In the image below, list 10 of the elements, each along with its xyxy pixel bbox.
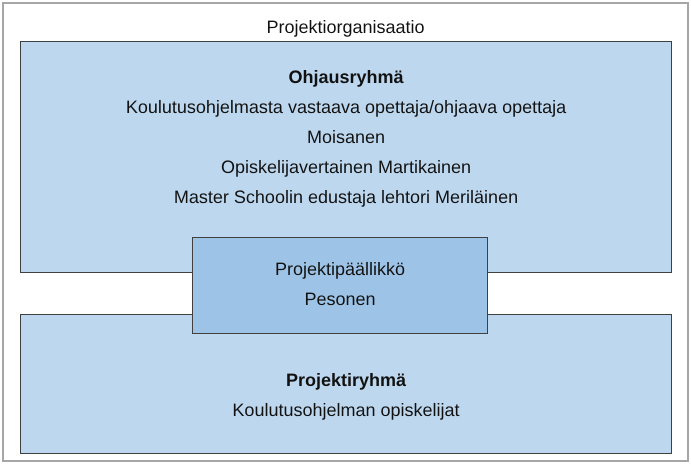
- member-text: Koulutusohjelman opiskelijat: [231, 399, 461, 422]
- member-text: Koulutusohjelmasta vastaava opettaja/ohjaava opettaja Moisanen: [124, 96, 568, 149]
- group-heading: Ohjausryhmä: [287, 66, 405, 89]
- member-text: Opiskelijavertainen Martikainen: [220, 156, 472, 179]
- group-heading: Projektiryhmä: [284, 369, 408, 392]
- member-text: Master Schoolin edustaja lehtori Meriläinen: [172, 186, 520, 209]
- container-title: Projektiorganisaatio: [265, 16, 426, 39]
- role-text: Projektipäällikkö Pesonen: [274, 258, 406, 311]
- group-box: [20, 314, 672, 454]
- group-box: [192, 237, 488, 334]
